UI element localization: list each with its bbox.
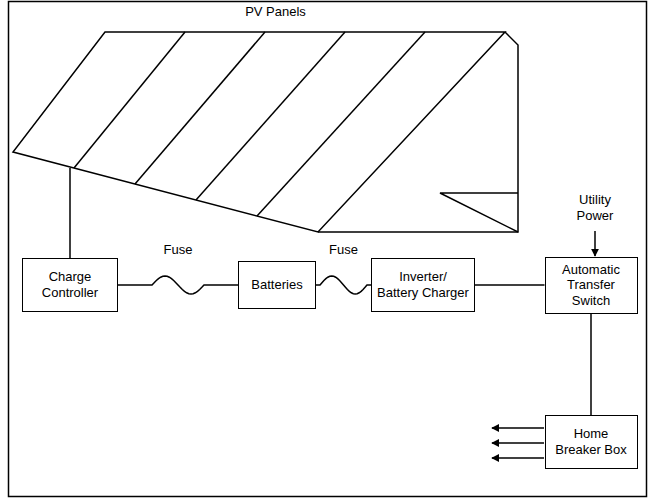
panel-divider bbox=[196, 32, 345, 200]
circuit-arrow bbox=[492, 427, 544, 429]
wire bbox=[69, 168, 71, 258]
circuit-arrow bbox=[492, 442, 544, 444]
circuit-arrow bbox=[492, 457, 544, 459]
utility-arrow bbox=[594, 231, 596, 256]
edge-label: Fuse bbox=[162, 242, 195, 258]
circuit-arrows bbox=[492, 428, 544, 458]
pv-panel: PV Panels bbox=[23, 4, 528, 168]
panel-divider bbox=[74, 32, 185, 168]
pv-panel-drawing bbox=[13, 32, 518, 232]
edge-label: Fuse bbox=[327, 242, 360, 258]
inverter-box: Inverter/ Battery Charger bbox=[371, 258, 475, 312]
node-text: Batteries bbox=[251, 277, 302, 293]
switch-box: Automatic Transfer Switch bbox=[545, 257, 638, 314]
panel-divider bbox=[257, 32, 425, 216]
controller-box: Charge Controller bbox=[22, 258, 118, 312]
frame bbox=[9, 2, 647, 497]
panel-divider bbox=[135, 32, 265, 184]
node-text: Inverter/ Battery Charger bbox=[377, 269, 469, 300]
node-text: Charge Controller bbox=[28, 269, 112, 300]
panel-wedge bbox=[440, 193, 518, 232]
wire bbox=[590, 314, 592, 416]
fused-wire bbox=[118, 276, 238, 294]
panel-frame bbox=[318, 32, 518, 232]
panel-face bbox=[13, 32, 505, 232]
source-label: Utility Power bbox=[564, 192, 626, 223]
breaker-box: Home Breaker Box bbox=[545, 415, 638, 469]
node-text: Automatic Transfer Switch bbox=[551, 262, 632, 309]
node-text: Home Breaker Box bbox=[551, 426, 632, 457]
battery-box: Batteries bbox=[238, 261, 316, 309]
node-text: PV Panels bbox=[23, 4, 528, 20]
wire bbox=[475, 284, 545, 286]
fused-wire bbox=[316, 276, 371, 294]
